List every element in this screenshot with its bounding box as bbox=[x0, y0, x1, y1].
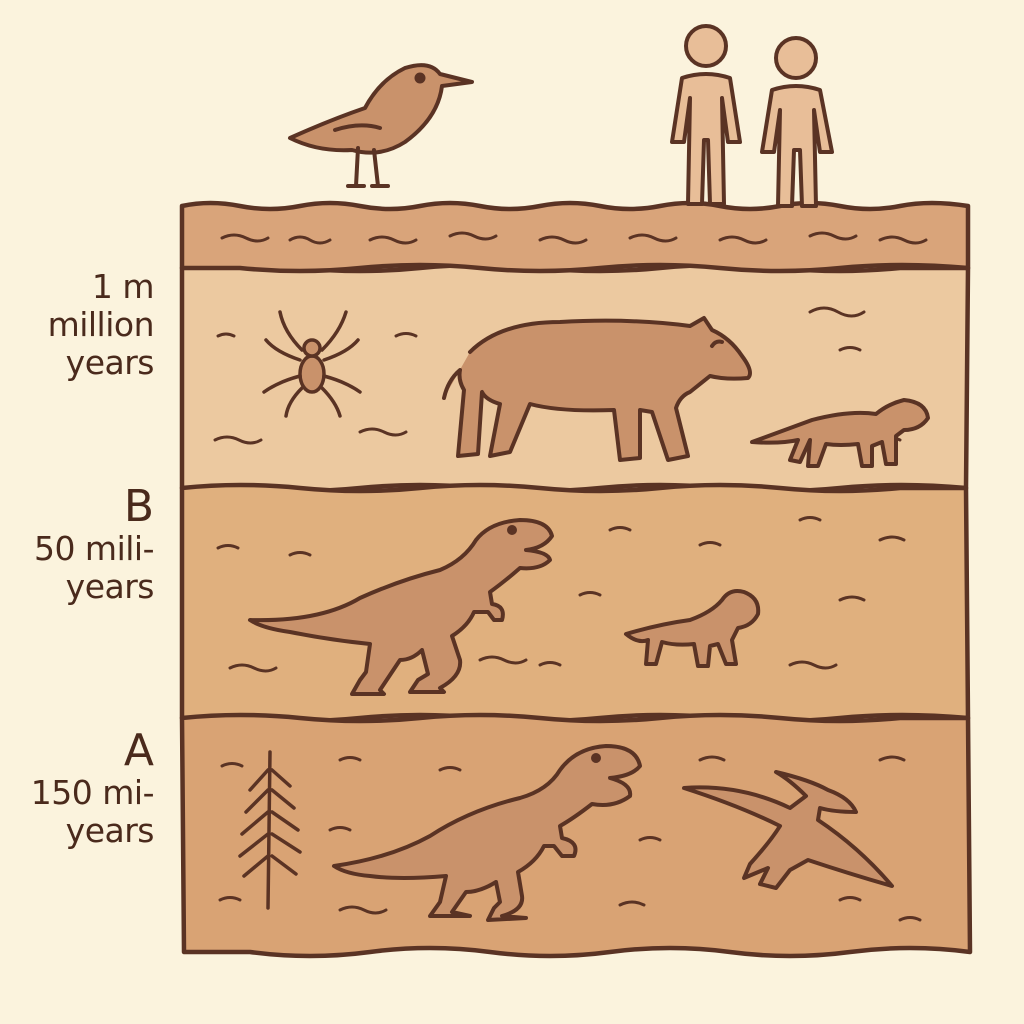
layer-a-label: A 150 mi- years bbox=[30, 725, 155, 850]
layer-c-label-line3: years bbox=[65, 343, 155, 382]
bird-icon bbox=[288, 63, 474, 188]
theropod-dinosaur-icon bbox=[332, 744, 642, 922]
topsoil-stratum bbox=[179, 200, 971, 274]
fern-fossil-icon bbox=[238, 750, 302, 910]
layer-b-letter: B bbox=[123, 481, 154, 532]
layer-b-label-line1: 50 mili- bbox=[33, 529, 155, 568]
tapir-like-mammal-icon bbox=[442, 316, 752, 462]
layer-a-stratum bbox=[179, 712, 973, 959]
layer-c-label-line1: 1 m bbox=[91, 267, 155, 306]
human-icon bbox=[670, 24, 742, 206]
layer-a-label-line1: 150 mi- bbox=[30, 773, 155, 812]
layer-b-stratum bbox=[179, 482, 971, 724]
small-mammal-icon bbox=[624, 589, 761, 668]
spider-icon bbox=[262, 310, 362, 418]
layer-a-label-line2: years bbox=[65, 811, 155, 850]
pterosaur-icon bbox=[682, 770, 894, 890]
layer-c-label-line2: million bbox=[47, 305, 155, 344]
layer-a-letter: A bbox=[123, 725, 154, 776]
human-icon bbox=[760, 36, 834, 208]
soil-texture bbox=[213, 231, 928, 922]
theropod-dinosaur-icon bbox=[248, 518, 554, 696]
weasel-icon bbox=[750, 398, 930, 468]
layer-b-label: B 50 mili- years bbox=[33, 481, 155, 606]
layer-b-label-line2: years bbox=[65, 567, 155, 606]
layer-c-label: 1 m million years bbox=[47, 267, 155, 382]
